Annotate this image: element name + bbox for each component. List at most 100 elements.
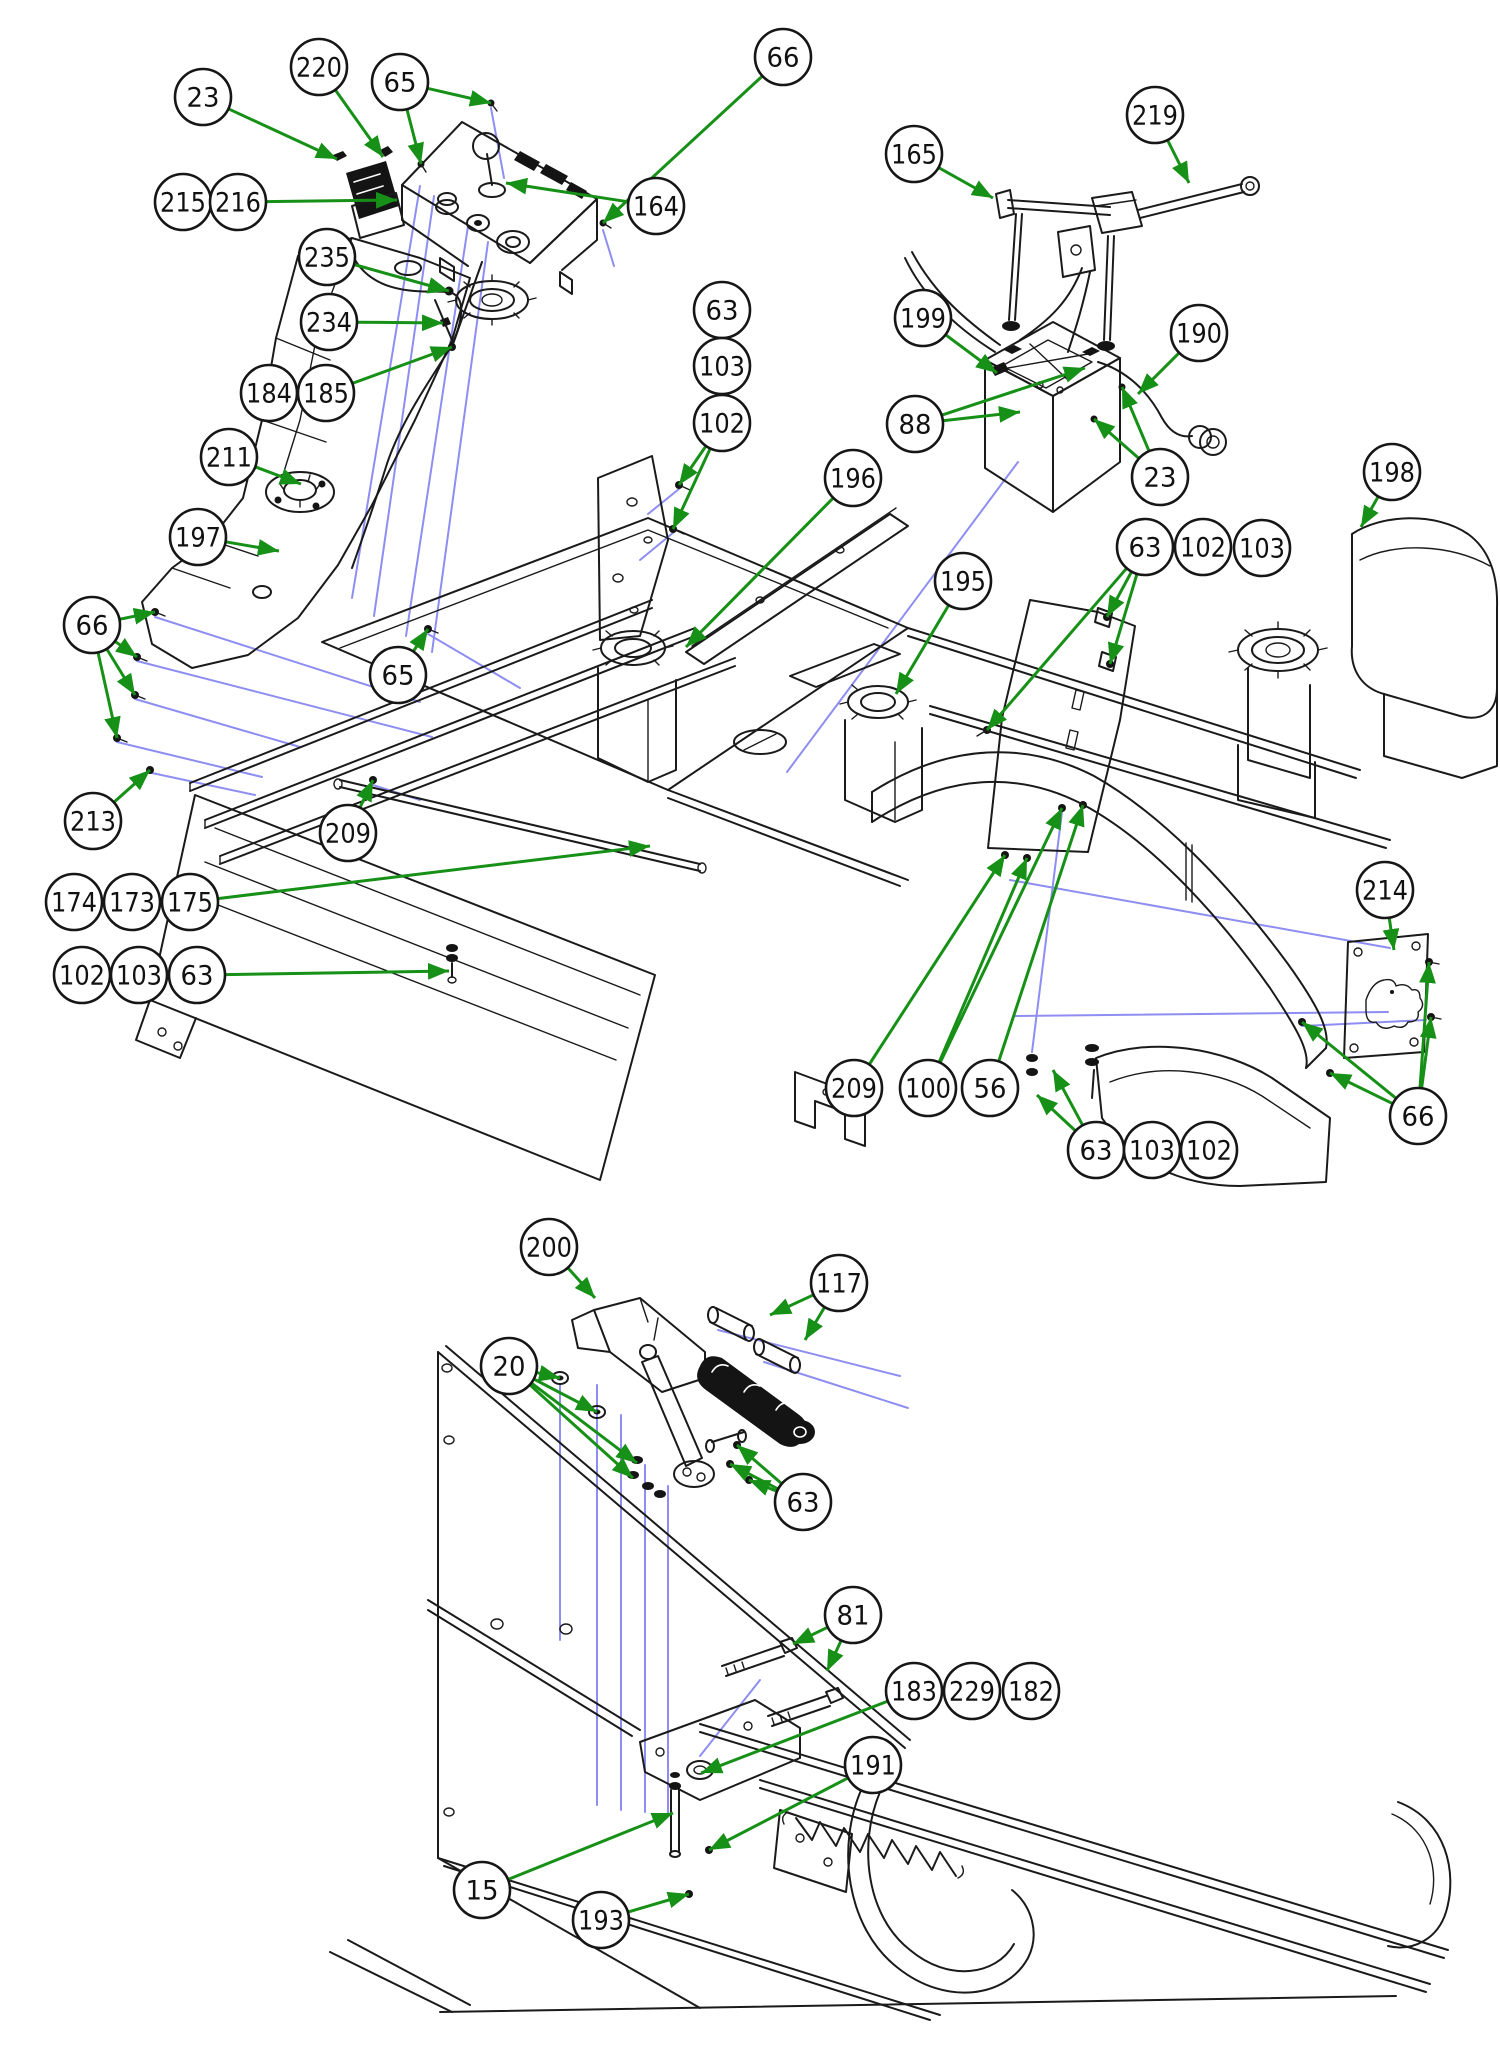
callout-number: 211 <box>206 443 252 474</box>
callout-63: 63 <box>1035 1069 1126 1180</box>
callout-103: 103 <box>1122 1120 1182 1180</box>
callout-arrow <box>700 1699 889 1775</box>
callout-balloon <box>299 292 359 352</box>
callout-63: 63 <box>692 280 752 340</box>
callout-arrow <box>867 854 1007 1066</box>
callout-arrow <box>997 804 1085 1062</box>
callout-63: 63 <box>985 517 1175 731</box>
callout-arrow <box>1359 495 1380 528</box>
callout-balloon <box>168 507 228 567</box>
callout-arrow <box>333 88 385 158</box>
callout-63: 63 <box>729 1443 833 1532</box>
callout-number: 182 <box>1008 1677 1054 1708</box>
callout-number: 102 <box>699 409 745 440</box>
callout-102: 102 <box>1173 517 1233 577</box>
callout-193: 193 <box>571 1890 690 1950</box>
callout-number: 102 <box>1186 1136 1232 1167</box>
callout-balloon <box>1115 517 1175 577</box>
callout-arrow <box>894 604 950 695</box>
callout-number: 215 <box>160 188 206 219</box>
callout-number: 23 <box>1144 463 1177 494</box>
callout-arrow <box>941 366 1086 417</box>
callout-174: 174 <box>44 872 104 932</box>
callout-number: 209 <box>325 819 371 850</box>
callout-balloon <box>1001 1661 1061 1721</box>
callout-81: 81 <box>792 1585 883 1672</box>
callout-balloon <box>479 1336 539 1396</box>
callout-balloon <box>208 172 268 232</box>
mounting-bolts-art <box>721 1637 844 1727</box>
callout-63: 63 <box>167 945 450 1005</box>
callout-arrow <box>1093 417 1140 460</box>
callout-number: 200 <box>526 1233 572 1264</box>
callout-number: 20 <box>493 1352 526 1383</box>
callout-arrow <box>937 857 1029 1063</box>
callout-arrow <box>356 314 444 332</box>
callout-arrow <box>708 1776 849 1852</box>
battery-art <box>904 251 1227 513</box>
callout-balloon <box>296 363 356 423</box>
callout-number: 193 <box>578 1906 624 1937</box>
callout-235: 235 <box>297 227 450 294</box>
callout-number: 66 <box>76 611 109 642</box>
callout-arrow <box>426 86 492 107</box>
callout-arrow <box>1136 351 1181 396</box>
callout-balloon <box>109 945 169 1005</box>
callout-arrow <box>792 1625 829 1646</box>
callout-arrow <box>265 191 398 209</box>
callout-balloon <box>452 1860 512 1920</box>
callout-number: 175 <box>167 888 213 919</box>
callout-214: 214 <box>1355 860 1415 951</box>
callout-arrow <box>1035 1093 1077 1132</box>
callout-balloon <box>370 52 430 112</box>
callout-balloon <box>692 393 752 453</box>
callout-balloon <box>318 803 378 863</box>
linkage-art <box>639 1699 1035 1994</box>
callout-234: 234 <box>299 292 444 352</box>
callout-65: 65 <box>370 52 492 165</box>
callout-number: 15 <box>466 1876 499 1907</box>
callout-219: 219 <box>1125 85 1191 184</box>
callout-215: 215 <box>153 172 213 232</box>
callout-arrow <box>736 1443 783 1485</box>
callout-arrow <box>1419 1016 1437 1089</box>
callout-15: 15 <box>452 1811 674 1920</box>
callout-balloon <box>823 448 883 508</box>
callout-arrow <box>671 447 712 530</box>
ignition-switch-art <box>333 146 405 239</box>
callout-balloon <box>1130 447 1190 507</box>
callout-balloon <box>1232 518 1292 578</box>
callout-arrow <box>535 1364 561 1382</box>
callout-number: 219 <box>1132 101 1178 132</box>
callout-number: 164 <box>633 192 679 223</box>
callout-balloon <box>1179 1120 1239 1180</box>
callout-number: 117 <box>816 1269 862 1300</box>
callout-number: 81 <box>837 1601 870 1632</box>
callout-182: 182 <box>1001 1661 1061 1721</box>
callout-arrow <box>1301 1020 1398 1100</box>
callout-balloon <box>933 551 993 611</box>
callout-balloon <box>199 427 259 487</box>
callout-arrow <box>254 465 302 486</box>
callout-number: 199 <box>900 304 946 335</box>
callout-number: 197 <box>175 523 221 554</box>
callout-number: 103 <box>1239 534 1285 565</box>
callout-number: 63 <box>706 296 739 327</box>
callout-arrow <box>1051 1069 1085 1127</box>
callout-number: 195 <box>940 567 986 598</box>
callout-102: 102 <box>671 393 752 530</box>
callout-balloon <box>167 945 227 1005</box>
callout-184: 184 <box>239 363 299 423</box>
callout-balloon <box>809 1253 869 1313</box>
callout-66: 66 <box>62 595 156 739</box>
callout-number: 100 <box>905 1074 951 1105</box>
callout-arrow <box>351 345 453 385</box>
callout-number: 65 <box>384 68 417 99</box>
callout-arrow <box>803 1306 826 1341</box>
callout-164: 164 <box>505 176 686 236</box>
callout-229: 229 <box>942 1661 1002 1721</box>
callout-balloon <box>571 1890 631 1950</box>
callout-199: 199 <box>893 288 998 375</box>
